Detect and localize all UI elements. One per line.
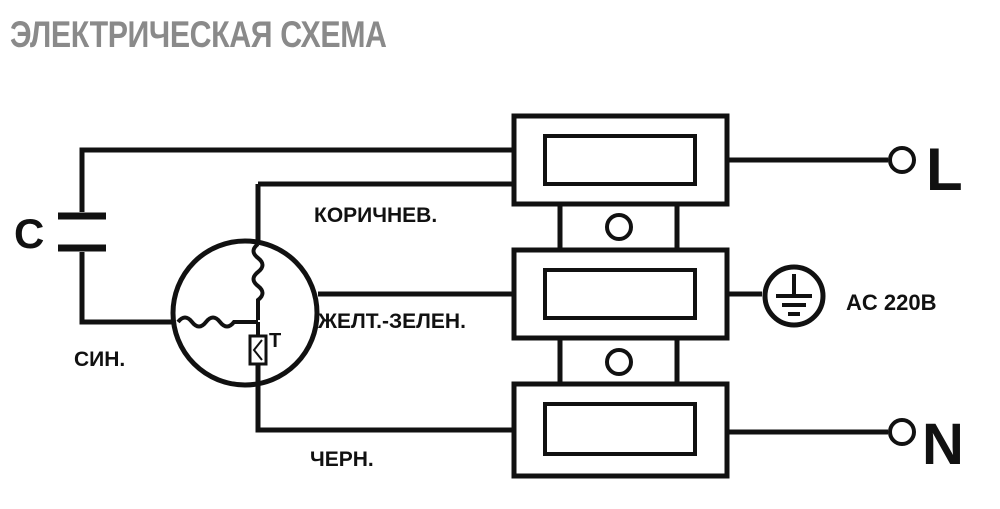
terminal-bridge-1: [557, 201, 680, 253]
terminal-block: [511, 113, 730, 479]
label-capacitor: C: [14, 210, 44, 257]
diagram-title: ЭЛЕКТРИЧЕСКАЯ СХЕМА: [10, 14, 387, 55]
winding-horizontal: [176, 315, 258, 329]
motor-icon: [170, 238, 320, 388]
terminal-bridge-2: [557, 335, 680, 387]
label-yellow-green: ЖЕЛТ.-ЗЕЛЕН.: [317, 310, 466, 333]
label-live: L: [926, 136, 963, 203]
wire-black: [255, 364, 514, 433]
label-neutral: N: [922, 412, 964, 477]
terminal-l-icon: [888, 146, 916, 174]
winding-vertical: [251, 242, 265, 320]
wire-capacitor-top: [79, 147, 514, 212]
screw-2: [605, 348, 633, 376]
label-supply: AC 220B: [846, 290, 936, 315]
label-brown: КОРИЧНЕВ.: [314, 204, 437, 227]
label-thermal: T: [269, 330, 281, 352]
thermal-protector-icon: [248, 334, 268, 366]
label-blue: СИН.: [74, 348, 125, 371]
screw-1: [605, 213, 633, 241]
terminal-n-icon: [888, 418, 916, 446]
wire-blue: [79, 252, 172, 325]
label-black: ЧЕРН.: [310, 448, 374, 471]
ground-icon: [762, 264, 826, 328]
